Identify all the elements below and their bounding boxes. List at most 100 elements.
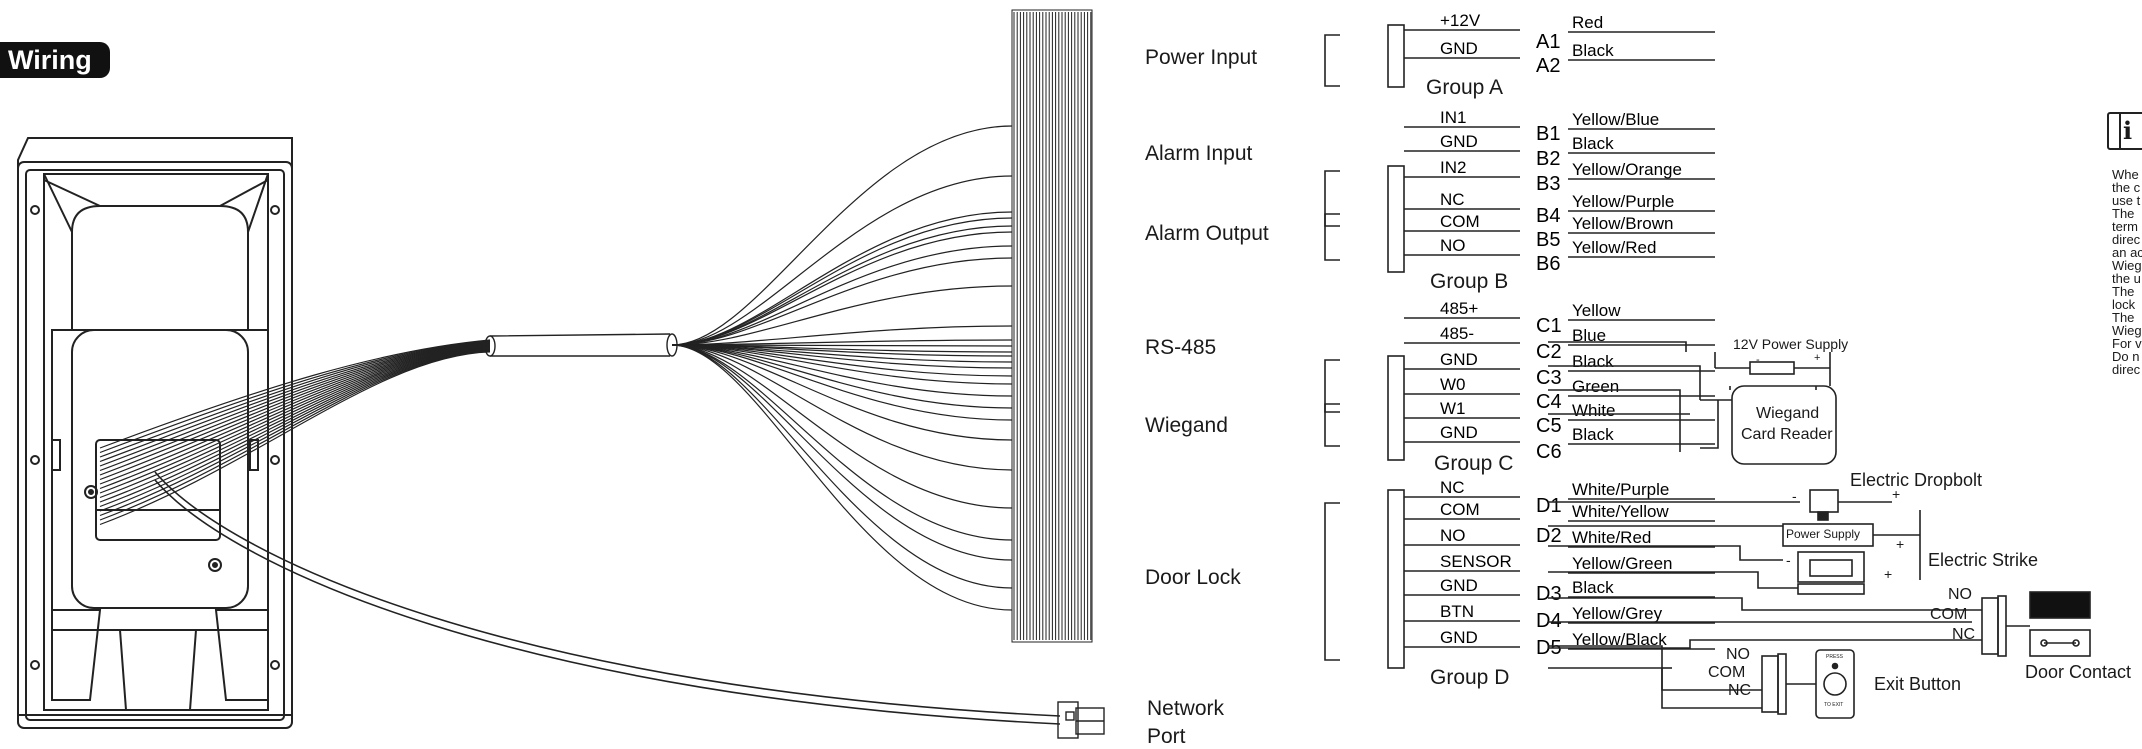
- cable-wire: [99, 347, 491, 503]
- wire-color-label: White/Purple: [1572, 480, 1669, 499]
- cable-wire: [671, 285, 1013, 346]
- cable-wire: [99, 342, 491, 467]
- wire-color-label: Black: [1572, 425, 1614, 444]
- signal-label: BTN: [1440, 602, 1474, 621]
- pin-label: C1: [1536, 315, 1562, 337]
- info-icon-fold: [2109, 114, 2121, 148]
- exit-button-label: Exit Button: [1874, 674, 1962, 694]
- cable-wire: [671, 344, 1013, 471]
- wire-color-label: Yellow/Brown: [1572, 214, 1673, 233]
- wiegand-label: Wiegand: [1145, 414, 1228, 437]
- pin-label: C6: [1536, 441, 1562, 463]
- cable-wire: [99, 348, 491, 508]
- pin-label: A1: [1536, 31, 1560, 53]
- network-port-label-2: Port: [1147, 725, 1186, 748]
- strike-plus: +: [1884, 566, 1893, 582]
- cable-wire: [671, 231, 1013, 346]
- signal-label: IN2: [1440, 158, 1466, 177]
- terminal-block-frame: [1011, 9, 1093, 643]
- cable-wire: [671, 344, 1013, 421]
- pin-label: B4: [1536, 205, 1560, 227]
- cable-wire: [671, 125, 1013, 346]
- pin-label: B1: [1536, 123, 1560, 145]
- wire-color-label: Yellow: [1572, 301, 1621, 320]
- cable-wire: [671, 325, 1013, 346]
- info-icon: i: [2107, 112, 2142, 150]
- electric-dropbolt-label: Electric Dropbolt: [1850, 470, 1983, 490]
- wire-color-label: Yellow/Black: [1572, 630, 1667, 649]
- note-line: The: [2100, 311, 2142, 324]
- cable-wire: [99, 345, 491, 490]
- wire-color-label: Red: [1572, 13, 1603, 32]
- note-line: term: [2112, 219, 2138, 234]
- cable-wire: [671, 344, 1013, 409]
- wiegand-reader-label-1: Wiegand: [1756, 405, 1820, 422]
- pin-label: D1: [1536, 495, 1562, 517]
- pin-label: C2: [1536, 341, 1562, 363]
- exit-button-nc: NC: [1728, 682, 1752, 699]
- group-c-name: Group C: [1434, 452, 1514, 475]
- signal-label: NC: [1440, 478, 1465, 497]
- note-line: The: [2100, 207, 2142, 220]
- note-line: use t: [2112, 193, 2141, 208]
- note-line: Whe: [2100, 168, 2142, 181]
- wire-color-label: Blue: [1572, 326, 1606, 345]
- cable-wire: [671, 344, 1013, 561]
- dropbolt-minus: -: [1792, 488, 1797, 504]
- alarm-output-label: Alarm Output: [1145, 222, 1269, 245]
- group-d-name: Group D: [1430, 666, 1510, 689]
- cable-wire: [671, 344, 1013, 541]
- door-lock-label: Door Lock: [1145, 566, 1241, 589]
- psu12-plus: +: [1814, 352, 1821, 364]
- signal-label: GND: [1440, 350, 1478, 369]
- note-line: lock: [2112, 297, 2136, 312]
- external-devices: [1700, 352, 2091, 719]
- pin-label: D2: [1536, 525, 1562, 547]
- pin-label: C3: [1536, 367, 1562, 389]
- note-line: the u: [2112, 271, 2141, 286]
- power-supply-label: Power Supply: [1786, 527, 1861, 541]
- signal-label: NC: [1440, 190, 1465, 209]
- signal-label: +12V: [1440, 11, 1481, 30]
- note-line: direc: [2112, 362, 2141, 376]
- note-line: direc: [2112, 232, 2141, 247]
- wire-color-label: Black: [1572, 352, 1614, 371]
- pin-label: C4: [1536, 391, 1562, 413]
- wire-color-label: Black: [1572, 134, 1614, 153]
- group-a-name: Group A: [1426, 76, 1504, 99]
- cable-wire: [99, 345, 491, 485]
- pin-label: C5: [1536, 415, 1562, 437]
- pin-label: A2: [1536, 55, 1560, 77]
- signal-label: GND: [1440, 423, 1478, 442]
- cable-wire: [99, 344, 491, 481]
- wire-color-label: White/Red: [1572, 528, 1651, 547]
- psu-plus: +: [1896, 536, 1905, 552]
- cable-wire: [99, 349, 491, 517]
- note-line: Wieg: [2112, 258, 2142, 273]
- signal-label: NO: [1440, 236, 1466, 255]
- note-line: an ac: [2112, 245, 2142, 260]
- cable-wire: [671, 344, 1013, 611]
- psu12-minus: -: [1756, 354, 1760, 366]
- group-brackets: [1324, 24, 1405, 669]
- note-line: Do n: [2100, 350, 2142, 363]
- wire-color-label: Black: [1572, 578, 1614, 597]
- signal-label: SENSOR: [1440, 552, 1512, 571]
- cable-wire: [99, 343, 491, 476]
- exit-button-toexit-label: TO EXIT: [1824, 702, 1844, 708]
- cable-wire: [671, 245, 1013, 346]
- cable-wires: [99, 125, 1013, 611]
- pin-label: B6: [1536, 253, 1560, 275]
- wire-color-label: Yellow/Blue: [1572, 110, 1659, 129]
- note-line: For v: [2100, 337, 2142, 350]
- wire-color-label: Yellow/Green: [1572, 554, 1673, 573]
- door-contact-com: COM: [1930, 606, 1968, 623]
- rs485-label: RS-485: [1145, 336, 1217, 359]
- exit-button-com: COM: [1708, 664, 1746, 681]
- strike-minus: -: [1786, 552, 1791, 568]
- dropbolt-plus: +: [1892, 486, 1901, 502]
- cable-wire: [99, 339, 491, 449]
- pin-label: B3: [1536, 173, 1560, 195]
